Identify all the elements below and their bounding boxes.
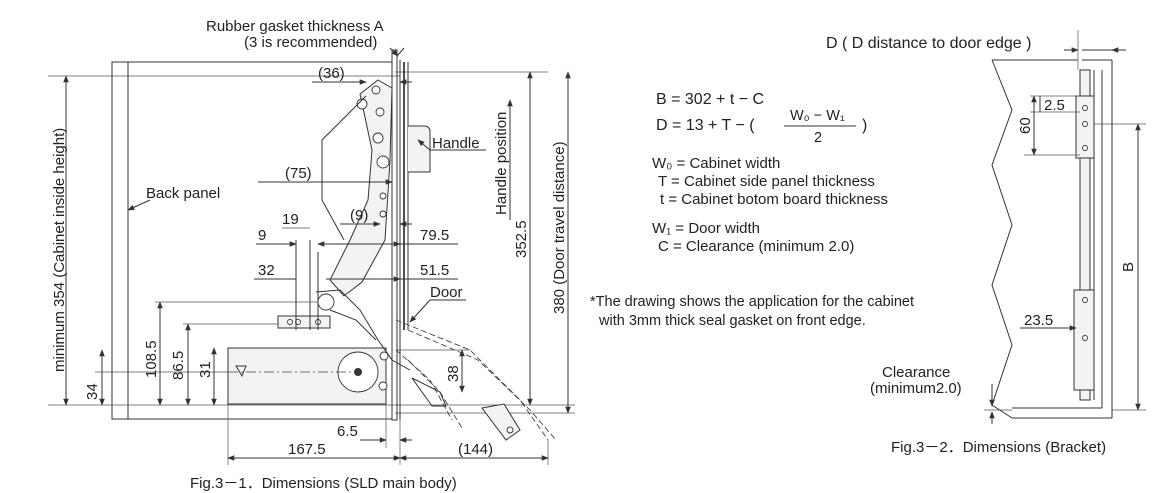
gasket-label-2: (3 is recommended) (244, 34, 377, 51)
fig1-drawing: minimum 354 (Cabinet inside height) 34 1… (48, 18, 575, 492)
gasket-strip (391, 49, 398, 421)
note-line-2: with 3mm thick seal gasket on front edge… (598, 313, 866, 329)
door-open-path (395, 319, 549, 441)
mount-plate (277, 315, 331, 329)
formulas-block: B = 302 + t − C D = 13 + T − ( W₀ − W₁ 2… (590, 91, 914, 329)
dim-38: 38 (445, 365, 462, 382)
formula-d-suffix: ) (862, 117, 867, 134)
def-w0: W₀ = Cabinet width (652, 155, 780, 172)
door-open-bracket (481, 403, 521, 441)
def-w1: W₁ = Door width (652, 220, 760, 237)
dim-19: 19 (282, 211, 299, 228)
note-line-1: *The drawing shows the application for t… (590, 294, 914, 310)
dim-32: 32 (258, 262, 275, 279)
dim-60: 60 (1017, 117, 1034, 134)
d-distance-label: D ( D distance to door edge ) (826, 35, 1031, 52)
formula-d-numerator: W₀ − W₁ (790, 108, 845, 124)
dim-108-5: 108.5 (143, 340, 160, 378)
cabinet-height-label: minimum 354 (Cabinet inside height) (51, 128, 68, 372)
dim-352-5: 352.5 (513, 220, 530, 258)
side-panel-outline (991, 59, 1013, 419)
door-label: Door (430, 284, 463, 301)
fig2-caption: Fig.3－2．Dimensions (Bracket) (891, 439, 1106, 456)
handle-position-label: Handle position (493, 112, 510, 215)
dim-23-5: 23.5 (1024, 312, 1053, 329)
def-c: C = Clearance (minimum 2.0) (658, 238, 854, 255)
dim-167-5: 167.5 (288, 441, 326, 458)
dim-6-5: 6.5 (337, 423, 358, 440)
def-t: t = Cabinet botom board thickness (660, 191, 888, 208)
formula-d-denominator: 2 (814, 130, 822, 146)
gasket-label-1: Rubber gasket thickness A (206, 18, 384, 35)
dim-75: (75) (285, 165, 312, 182)
dim-144: (144) (458, 441, 493, 458)
clearance-label-2: (minimum2.0) (870, 380, 962, 397)
back-panel-label: Back panel (146, 185, 220, 202)
dim-51-5: 51.5 (420, 262, 449, 279)
door-travel-label: 380 (Door travel distance) (551, 141, 568, 314)
dim-9-paren: (9) (350, 207, 368, 224)
dim-b: B (1120, 262, 1137, 272)
formula-b: B = 302 + t − C (656, 91, 764, 108)
dim-86-5: 86.5 (170, 351, 187, 380)
dim-31: 31 (197, 361, 214, 378)
handle-label: Handle (432, 135, 480, 152)
fig1-caption: Fig.3－1．Dimensions (SLD main body) (190, 475, 457, 492)
dim-9: 9 (258, 227, 266, 244)
def-t-cap: T = Cabinet side panel thickness (658, 173, 875, 190)
dim-2-5: 2.5 (1044, 97, 1065, 114)
handle-shape (408, 125, 431, 173)
fig2-drawing: D ( D distance to door edge ) 2.5 60 B 2… (826, 30, 1146, 456)
bracket-rail (1079, 69, 1091, 401)
dim-34: 34 (84, 383, 101, 400)
formula-d-prefix: D = 13 + T − ( (656, 117, 755, 134)
dim-36: (36) (318, 65, 345, 82)
clearance-label-1: Clearance (882, 364, 950, 381)
dim-79-5: 79.5 (420, 227, 449, 244)
